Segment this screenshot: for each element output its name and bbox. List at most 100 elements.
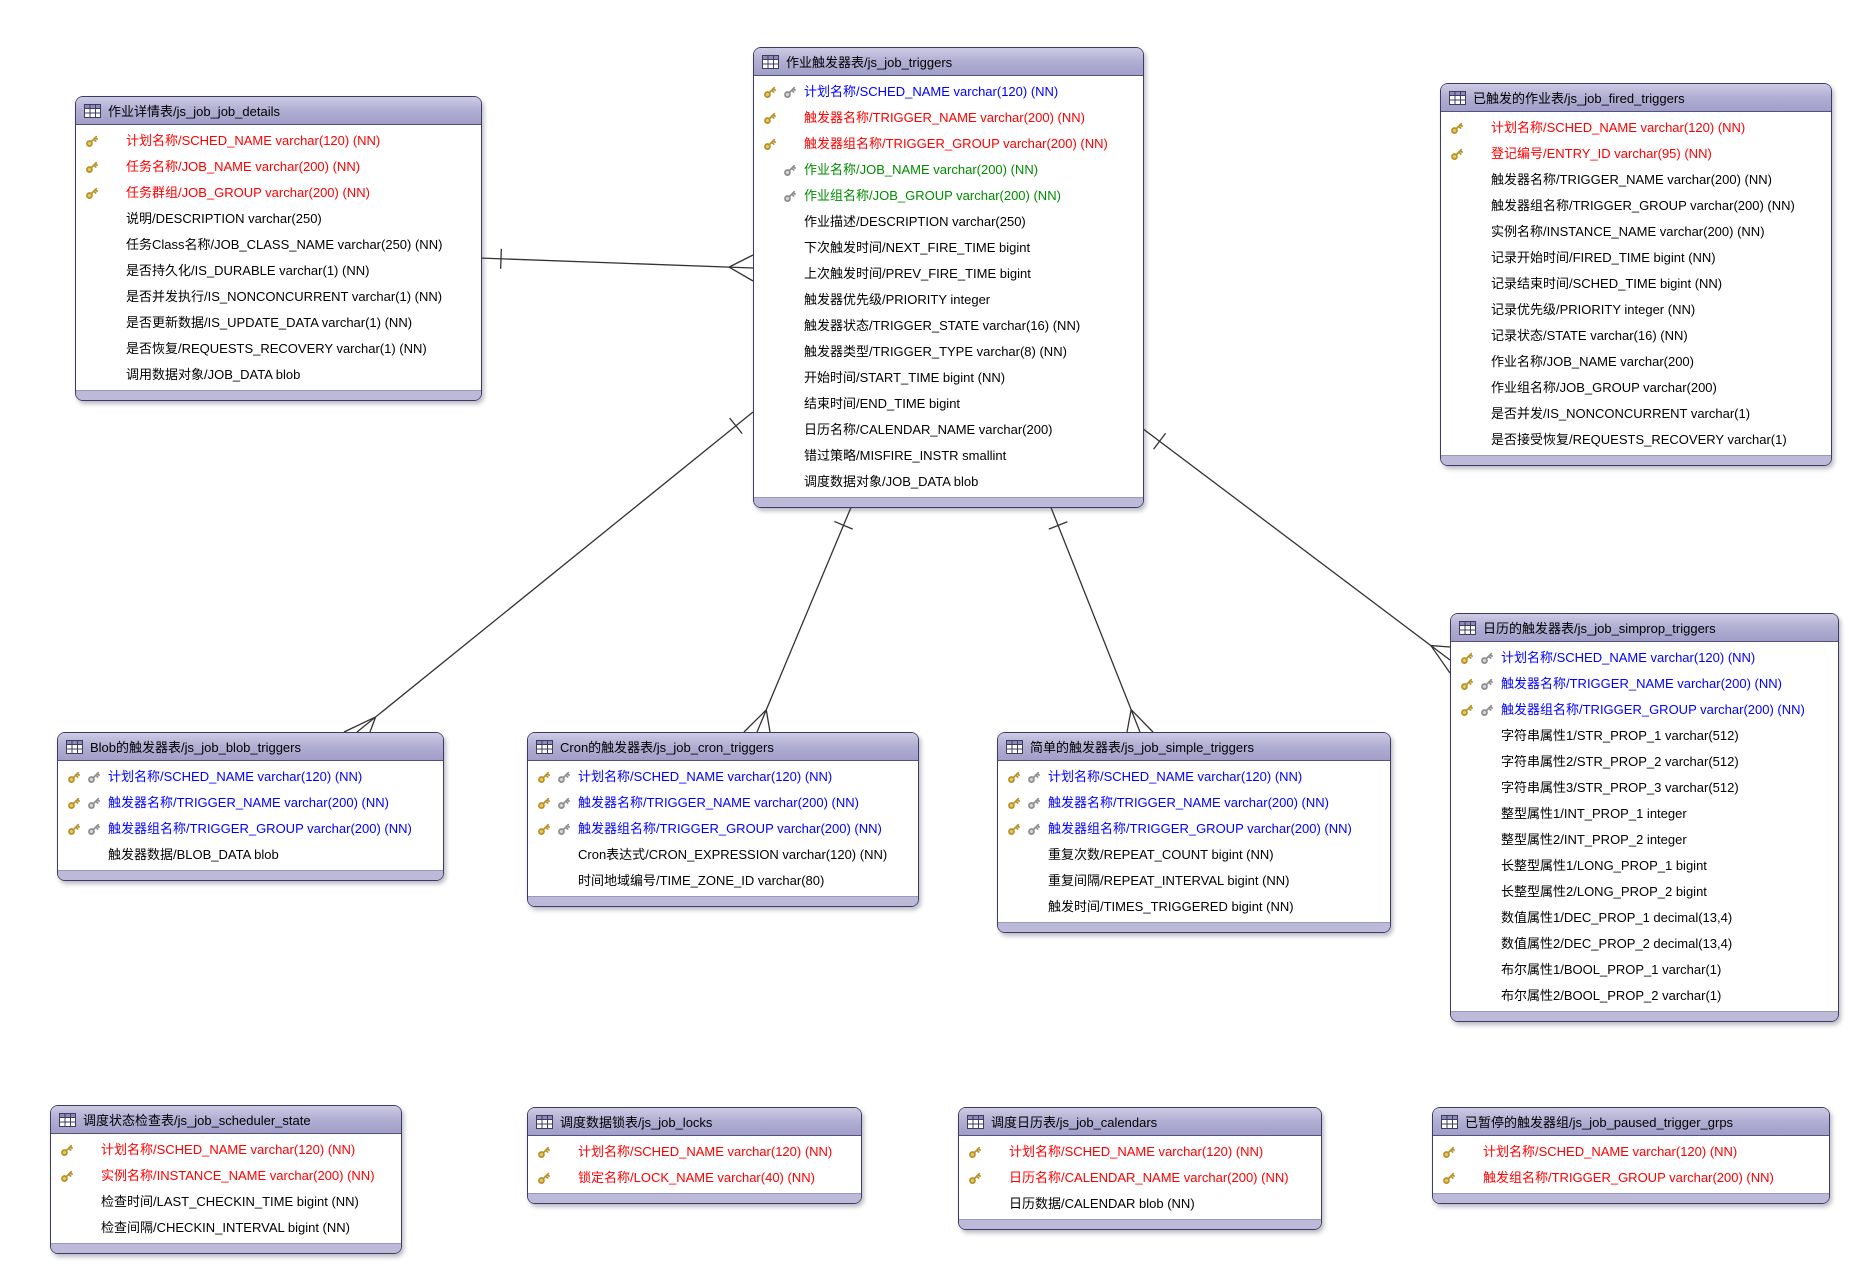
field-row[interactable]: 触发器数据/BLOB_DATA blob [58, 842, 443, 868]
field-row[interactable]: 检查时间/LAST_CHECKIN_TIME bigint (NN) [51, 1189, 401, 1215]
field-row[interactable]: 作业描述/DESCRIPTION varchar(250) [754, 209, 1143, 235]
field-row[interactable]: 任务群组/JOB_GROUP varchar(200) (NN) [76, 180, 481, 206]
field-row[interactable]: 是否持久化/IS_DURABLE varchar(1) (NN) [76, 258, 481, 284]
field-row[interactable]: 作业名称/JOB_NAME varchar(200) (NN) [754, 157, 1143, 183]
field-row[interactable]: 重复次数/REPEAT_COUNT bigint (NN) [998, 842, 1390, 868]
field-row[interactable]: 调用数据对象/JOB_DATA blob [76, 362, 481, 388]
table-js_job_blob_triggers[interactable]: Blob的触发器表/js_job_blob_triggers 计划名称/SCHED… [57, 732, 444, 881]
field-row[interactable]: 记录开始时间/FIRED_TIME bigint (NN) [1441, 245, 1831, 271]
field-row[interactable]: 触发器组名称/TRIGGER_GROUP varchar(200) (NN) [1441, 193, 1831, 219]
field-row[interactable]: 是否并发/IS_NONCONCURRENT varchar(1) [1441, 401, 1831, 427]
table-js_job_scheduler_state[interactable]: 调度状态检查表/js_job_scheduler_state 计划名称/SCHED… [50, 1105, 402, 1254]
field-row[interactable]: 计划名称/SCHED_NAME varchar(120) (NN) [1451, 645, 1838, 671]
field-row[interactable]: 开始时间/START_TIME bigint (NN) [754, 365, 1143, 391]
field-row[interactable]: 计划名称/SCHED_NAME varchar(120) (NN) [1441, 115, 1831, 141]
field-row[interactable]: 检查间隔/CHECKIN_INTERVAL bigint (NN) [51, 1215, 401, 1241]
field-row[interactable]: 计划名称/SCHED_NAME varchar(120) (NN) [528, 764, 918, 790]
table-header[interactable]: 作业详情表/js_job_job_details [76, 97, 481, 125]
field-row[interactable]: 计划名称/SCHED_NAME varchar(120) (NN) [76, 128, 481, 154]
field-row[interactable]: 计划名称/SCHED_NAME varchar(120) (NN) [959, 1139, 1321, 1165]
field-row[interactable]: 计划名称/SCHED_NAME varchar(120) (NN) [51, 1137, 401, 1163]
field-row[interactable]: 字符串属性1/STR_PROP_1 varchar(512) [1451, 723, 1838, 749]
field-row[interactable]: 字符串属性3/STR_PROP_3 varchar(512) [1451, 775, 1838, 801]
field-row[interactable]: 计划名称/SCHED_NAME varchar(120) (NN) [528, 1139, 861, 1165]
field-row[interactable]: 记录状态/STATE varchar(16) (NN) [1441, 323, 1831, 349]
field-row[interactable]: 触发器组名称/TRIGGER_GROUP varchar(200) (NN) [998, 816, 1390, 842]
table-js_job_triggers[interactable]: 作业触发器表/js_job_triggers 计划名称/SCHED_NAME va… [753, 47, 1144, 508]
field-row[interactable]: 数值属性2/DEC_PROP_2 decimal(13,4) [1451, 931, 1838, 957]
field-row[interactable]: 长整型属性1/LONG_PROP_1 bigint [1451, 853, 1838, 879]
field-row[interactable]: Cron表达式/CRON_EXPRESSION varchar(120) (NN… [528, 842, 918, 868]
field-row[interactable]: 任务名称/JOB_NAME varchar(200) (NN) [76, 154, 481, 180]
table-header[interactable]: Blob的触发器表/js_job_blob_triggers [58, 733, 443, 761]
field-row[interactable]: 数值属性1/DEC_PROP_1 decimal(13,4) [1451, 905, 1838, 931]
field-row[interactable]: 上次触发时间/PREV_FIRE_TIME bigint [754, 261, 1143, 287]
field-row[interactable]: 布尔属性2/BOOL_PROP_2 varchar(1) [1451, 983, 1838, 1009]
field-row[interactable]: 实例名称/INSTANCE_NAME varchar(200) (NN) [1441, 219, 1831, 245]
table-header[interactable]: 作业触发器表/js_job_triggers [754, 48, 1143, 76]
table-js_job_job_details[interactable]: 作业详情表/js_job_job_details 计划名称/SCHED_NAME … [75, 96, 482, 401]
field-row[interactable]: 日历名称/CALENDAR_NAME varchar(200) [754, 417, 1143, 443]
field-row[interactable]: 触发器名称/TRIGGER_NAME varchar(200) (NN) [528, 790, 918, 816]
table-js_job_cron_triggers[interactable]: Cron的触发器表/js_job_cron_triggers 计划名称/SCHED… [527, 732, 919, 907]
table-header[interactable]: 已触发的作业表/js_job_fired_triggers [1441, 84, 1831, 112]
field-row[interactable]: 重复间隔/REPEAT_INTERVAL bigint (NN) [998, 868, 1390, 894]
field-row[interactable]: 是否恢复/REQUESTS_RECOVERY varchar(1) (NN) [76, 336, 481, 362]
field-row[interactable]: 作业名称/JOB_NAME varchar(200) [1441, 349, 1831, 375]
field-row[interactable]: 是否并发执行/IS_NONCONCURRENT varchar(1) (NN) [76, 284, 481, 310]
field-row[interactable]: 错过策略/MISFIRE_INSTR smallint [754, 443, 1143, 469]
field-row[interactable]: 日历数据/CALENDAR blob (NN) [959, 1191, 1321, 1217]
field-row[interactable]: 是否更新数据/IS_UPDATE_DATA varchar(1) (NN) [76, 310, 481, 336]
table-js_job_simple_triggers[interactable]: 简单的触发器表/js_job_simple_triggers 计划名称/SCHED… [997, 732, 1391, 933]
table-header[interactable]: 调度数据锁表/js_job_locks [528, 1108, 861, 1136]
table-js_job_paused_trigger_grps[interactable]: 已暂停的触发器组/js_job_paused_trigger_grps 计划名称/… [1432, 1107, 1830, 1204]
table-js_job_calendars[interactable]: 调度日历表/js_job_calendars 计划名称/SCHED_NAME va… [958, 1107, 1322, 1230]
field-row[interactable]: 触发器组名称/TRIGGER_GROUP varchar(200) (NN) [528, 816, 918, 842]
field-row[interactable]: 触发器名称/TRIGGER_NAME varchar(200) (NN) [1441, 167, 1831, 193]
field-row[interactable]: 整型属性2/INT_PROP_2 integer [1451, 827, 1838, 853]
field-row[interactable]: 是否接受恢复/REQUESTS_RECOVERY varchar(1) [1441, 427, 1831, 453]
field-row[interactable]: 日历名称/CALENDAR_NAME varchar(200) (NN) [959, 1165, 1321, 1191]
field-row[interactable]: 计划名称/SCHED_NAME varchar(120) (NN) [998, 764, 1390, 790]
field-row[interactable]: 触发器名称/TRIGGER_NAME varchar(200) (NN) [754, 105, 1143, 131]
field-row[interactable]: 触发器状态/TRIGGER_STATE varchar(16) (NN) [754, 313, 1143, 339]
table-js_job_locks[interactable]: 调度数据锁表/js_job_locks 计划名称/SCHED_NAME varch… [527, 1107, 862, 1204]
field-row[interactable]: 触发器组名称/TRIGGER_GROUP varchar(200) (NN) [58, 816, 443, 842]
table-header[interactable]: 已暂停的触发器组/js_job_paused_trigger_grps [1433, 1108, 1829, 1136]
field-row[interactable]: 计划名称/SCHED_NAME varchar(120) (NN) [58, 764, 443, 790]
field-row[interactable]: 记录优先级/PRIORITY integer (NN) [1441, 297, 1831, 323]
field-row[interactable]: 触发器优先级/PRIORITY integer [754, 287, 1143, 313]
field-row[interactable]: 时间地域编号/TIME_ZONE_ID varchar(80) [528, 868, 918, 894]
field-row[interactable]: 下次触发时间/NEXT_FIRE_TIME bigint [754, 235, 1143, 261]
table-header[interactable]: 调度日历表/js_job_calendars [959, 1108, 1321, 1136]
field-row[interactable]: 触发器组名称/TRIGGER_GROUP varchar(200) (NN) [754, 131, 1143, 157]
field-row[interactable]: 任务Class名称/JOB_CLASS_NAME varchar(250) (N… [76, 232, 481, 258]
field-row[interactable]: 实例名称/INSTANCE_NAME varchar(200) (NN) [51, 1163, 401, 1189]
table-header[interactable]: 调度状态检查表/js_job_scheduler_state [51, 1106, 401, 1134]
field-row[interactable]: 触发器组名称/TRIGGER_GROUP varchar(200) (NN) [1451, 697, 1838, 723]
field-row[interactable]: 触发器名称/TRIGGER_NAME varchar(200) (NN) [1451, 671, 1838, 697]
table-js_job_fired_triggers[interactable]: 已触发的作业表/js_job_fired_triggers 计划名称/SCHED_… [1440, 83, 1832, 466]
field-row[interactable]: 触发器类型/TRIGGER_TYPE varchar(8) (NN) [754, 339, 1143, 365]
field-row[interactable]: 结束时间/END_TIME bigint [754, 391, 1143, 417]
field-row[interactable]: 锁定名称/LOCK_NAME varchar(40) (NN) [528, 1165, 861, 1191]
field-row[interactable]: 触发器名称/TRIGGER_NAME varchar(200) (NN) [998, 790, 1390, 816]
field-row[interactable]: 记录结束时间/SCHED_TIME bigint (NN) [1441, 271, 1831, 297]
field-row[interactable]: 触发组名称/TRIGGER_GROUP varchar(200) (NN) [1433, 1165, 1829, 1191]
field-row[interactable]: 字符串属性2/STR_PROP_2 varchar(512) [1451, 749, 1838, 775]
table-header[interactable]: Cron的触发器表/js_job_cron_triggers [528, 733, 918, 761]
field-row[interactable]: 触发时间/TIMES_TRIGGERED bigint (NN) [998, 894, 1390, 920]
field-row[interactable]: 计划名称/SCHED_NAME varchar(120) (NN) [754, 79, 1143, 105]
field-row[interactable]: 布尔属性1/BOOL_PROP_1 varchar(1) [1451, 957, 1838, 983]
field-row[interactable]: 作业组名称/JOB_GROUP varchar(200) (NN) [754, 183, 1143, 209]
field-row[interactable]: 作业组名称/JOB_GROUP varchar(200) [1441, 375, 1831, 401]
field-row[interactable]: 调度数据对象/JOB_DATA blob [754, 469, 1143, 495]
table-header[interactable]: 简单的触发器表/js_job_simple_triggers [998, 733, 1390, 761]
field-row[interactable]: 长整型属性2/LONG_PROP_2 bigint [1451, 879, 1838, 905]
field-row[interactable]: 计划名称/SCHED_NAME varchar(120) (NN) [1433, 1139, 1829, 1165]
field-row[interactable]: 整型属性1/INT_PROP_1 integer [1451, 801, 1838, 827]
field-row[interactable]: 登记编号/ENTRY_ID varchar(95) (NN) [1441, 141, 1831, 167]
table-js_job_simprop_triggers[interactable]: 日历的触发器表/js_job_simprop_triggers 计划名称/SCHE… [1450, 613, 1839, 1022]
field-row[interactable]: 说明/DESCRIPTION varchar(250) [76, 206, 481, 232]
table-header[interactable]: 日历的触发器表/js_job_simprop_triggers [1451, 614, 1838, 642]
